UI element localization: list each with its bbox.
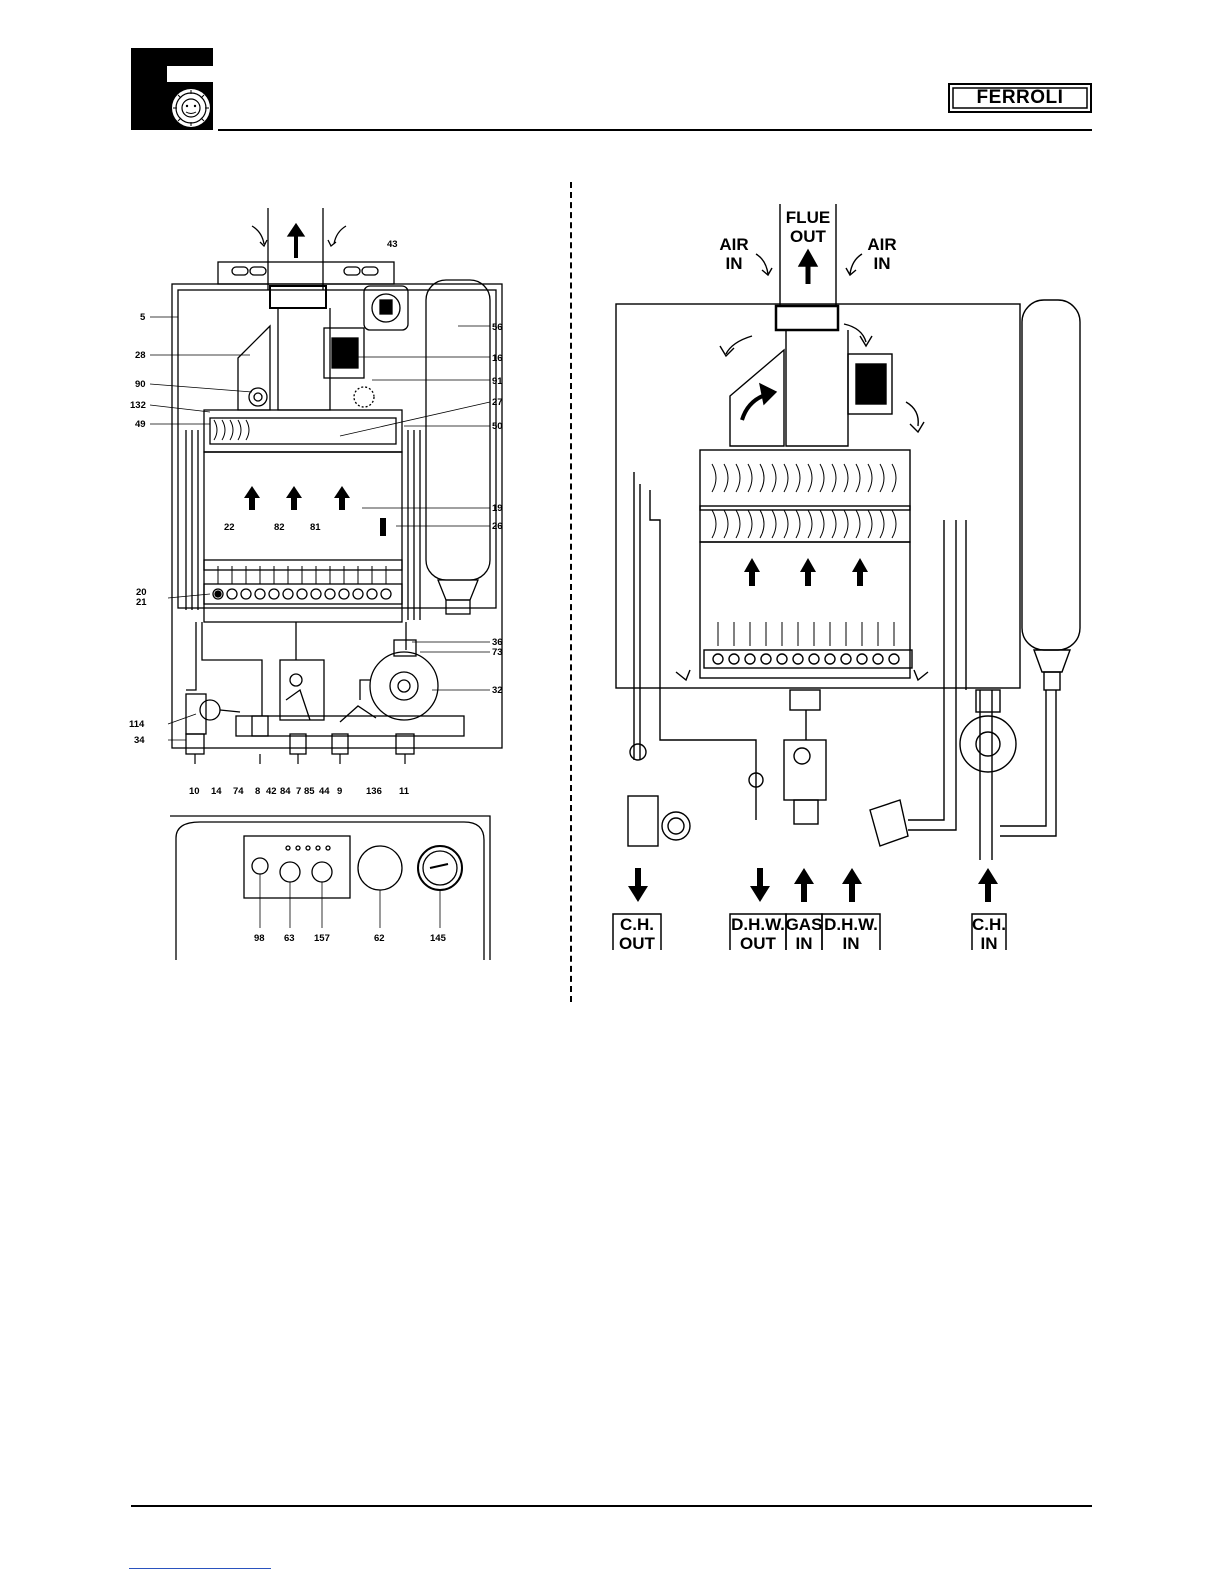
- callout-34: 34: [134, 735, 145, 746]
- callout-19: 19: [492, 503, 503, 514]
- boiler-flow-diagram: FLUE OUT AIR IN AIR IN C.H. OUT D.H.W. O…: [600, 200, 1100, 960]
- dhw-in-line2: IN: [843, 934, 860, 953]
- dhw-out-line2: OUT: [740, 934, 777, 953]
- callout-91: 91: [492, 376, 503, 387]
- gas-in-line2: IN: [796, 934, 813, 953]
- gas-in-line1: GAS: [786, 915, 823, 934]
- callout-136: 136: [366, 786, 382, 797]
- flue-label-line1: FLUE: [786, 208, 830, 227]
- callout-62: 62: [374, 933, 385, 944]
- callout-157: 157: [314, 933, 330, 944]
- ch-out-line2: OUT: [619, 934, 656, 953]
- callout-132: 132: [130, 400, 146, 411]
- footer-rule: [131, 1505, 1092, 1507]
- callout-9: 9: [337, 786, 342, 797]
- air-in-right-line1: AIR: [867, 235, 896, 254]
- callout-21: 21: [136, 597, 147, 608]
- ch-in-line1: C.H.: [972, 915, 1006, 934]
- callout-16: 16: [492, 353, 503, 364]
- callout-114: 114: [129, 719, 145, 730]
- ferroli-wordmark: FERROLI: [948, 83, 1092, 113]
- callout-42: 42: [266, 786, 277, 797]
- callout-82: 82: [274, 522, 285, 533]
- callout-26: 26: [492, 521, 503, 532]
- dhw-in-line1: D.H.W.: [824, 915, 878, 934]
- dashed-divider: [570, 182, 572, 1002]
- ferroli-logo: [131, 48, 213, 130]
- callout-32: 32: [492, 685, 503, 696]
- callout-7: 7: [296, 786, 301, 797]
- callout-98: 98: [254, 933, 265, 944]
- callout-74: 74: [233, 786, 244, 797]
- air-in-right-line2: IN: [874, 254, 891, 273]
- header-rule: [218, 129, 1092, 131]
- callout-90: 90: [135, 379, 146, 390]
- callout-43: 43: [387, 239, 398, 250]
- callout-28: 28: [135, 350, 146, 361]
- ch-in-line2: IN: [981, 934, 998, 953]
- callout-84: 84: [280, 786, 291, 797]
- callout-56: 56: [492, 322, 503, 333]
- ch-out-line1: C.H.: [620, 915, 654, 934]
- callout-81: 81: [310, 522, 321, 533]
- callout-49: 49: [135, 419, 146, 430]
- dhw-out-line1: D.H.W.: [731, 915, 785, 934]
- callout-73: 73: [492, 647, 503, 658]
- callout-8: 8: [255, 786, 260, 797]
- callout-44: 44: [319, 786, 330, 797]
- boiler-components-diagram: 43 5 56 28 16 90 91 132 27 49 50 19 22 8…: [120, 200, 520, 960]
- callout-50: 50: [492, 421, 503, 432]
- callout-145: 145: [430, 933, 447, 944]
- callout-27: 27: [492, 397, 503, 408]
- callout-10: 10: [189, 786, 200, 797]
- callout-22: 22: [224, 522, 235, 533]
- callout-14: 14: [211, 786, 222, 797]
- callout-63: 63: [284, 933, 295, 944]
- callout-85: 85: [304, 786, 315, 797]
- brand-name: FERROLI: [948, 83, 1092, 113]
- air-in-left-line2: IN: [726, 254, 743, 273]
- flue-label-line2: OUT: [790, 227, 827, 246]
- callout-5: 5: [140, 312, 146, 323]
- footer-link-underline[interactable]: [129, 1568, 271, 1569]
- callout-11: 11: [399, 786, 410, 797]
- air-in-left-line1: AIR: [719, 235, 748, 254]
